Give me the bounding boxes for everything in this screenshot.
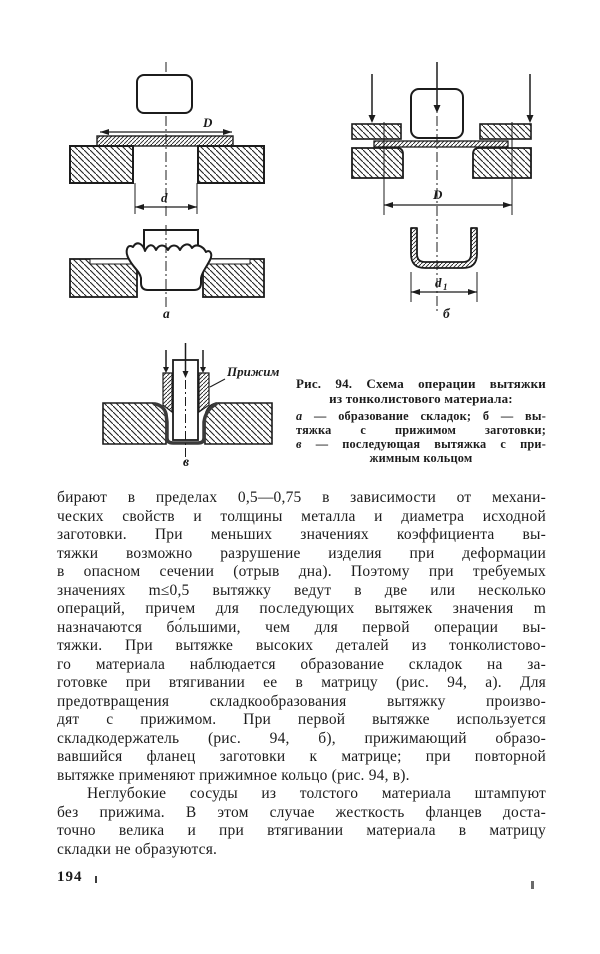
die-block bbox=[202, 258, 265, 298]
dim-label-d1: d bbox=[435, 275, 442, 290]
blank-holder bbox=[351, 123, 402, 140]
text-line: дят с прижимом. При первой вытяжке испол… bbox=[57, 711, 546, 728]
text-line: бирают в пределах 0,5—0,75 в зависимости… bbox=[57, 489, 546, 506]
text-line: ческих свойств и толщины металла и диаме… bbox=[57, 507, 546, 525]
arrowhead-icon bbox=[503, 202, 512, 208]
figure-94-diagram-b: D d 1 б bbox=[351, 62, 534, 321]
text-line: операций, причем для последующих вытяжек… bbox=[57, 600, 546, 617]
body-text: бирают в пределах 0,5—0,75 в зависимости… bbox=[57, 489, 546, 859]
leader-line bbox=[209, 378, 226, 388]
text-line: го материала наблюдается образование скл… bbox=[57, 655, 546, 673]
arrowhead-icon bbox=[100, 129, 109, 135]
text-line: складки не образуются. bbox=[57, 840, 218, 858]
text-line: без прижима. В этом случае жесткость фла… bbox=[57, 803, 546, 821]
die-block bbox=[197, 145, 265, 184]
text-line: значениях m≤0,5 вытяжку ведут в две или … bbox=[57, 581, 546, 599]
punch-shape bbox=[136, 74, 193, 114]
text-line: назначаются бо́льшими, чем для первой оп… bbox=[57, 618, 546, 636]
sub-label-b: б bbox=[443, 306, 451, 321]
text-line: Неглубокие сосуды из толстого материала … bbox=[87, 785, 546, 802]
dim-label-D: D bbox=[432, 187, 443, 202]
die-block bbox=[69, 258, 138, 298]
drawn-cup bbox=[410, 227, 478, 269]
arrowhead-icon bbox=[433, 105, 441, 113]
arrowhead-icon bbox=[163, 367, 169, 373]
arrowhead-icon bbox=[182, 371, 189, 378]
caption-line: в — последующая вытяжка с при- bbox=[296, 437, 546, 451]
dim-label-D: D bbox=[202, 115, 213, 130]
arrowhead-icon bbox=[526, 115, 534, 123]
arrowhead-icon bbox=[200, 367, 206, 373]
text-line: складкодержатель (рис. 94, б), прижимающ… bbox=[57, 729, 546, 747]
text-line: предотвращения складкообразования вытяжк… bbox=[57, 692, 546, 710]
page-number: 194 bbox=[57, 869, 83, 885]
arrowhead-icon bbox=[188, 204, 197, 210]
dim-label-d: d bbox=[161, 190, 168, 205]
paragraph: бирают в пределах 0,5—0,75 в зависимости… bbox=[57, 489, 546, 785]
text-line: вытяжке применяют прижимное кольцо (рис.… bbox=[57, 766, 410, 784]
wrinkled-cup bbox=[125, 242, 213, 291]
arrowhead-icon bbox=[368, 115, 376, 123]
die-block bbox=[204, 402, 273, 445]
text-line: тяжки. При вытяжке высоких деталей из то… bbox=[57, 637, 546, 654]
arrowhead-icon bbox=[468, 289, 477, 295]
caption-line: из тонколистового материала: bbox=[329, 390, 513, 406]
holder-label: Прижим bbox=[226, 364, 279, 379]
arrowhead-icon bbox=[384, 202, 393, 208]
blank-holder bbox=[479, 123, 532, 140]
paragraph: Неглубокие сосуды из толстого материала … bbox=[57, 785, 546, 859]
text-line: в опасном сечении (отрыв дна). Поэтому п… bbox=[57, 563, 546, 580]
arrowhead-icon bbox=[411, 289, 420, 295]
die-block bbox=[472, 147, 532, 179]
text-line: заготовки. При меньших значениях коэффиц… bbox=[57, 526, 546, 543]
arrowhead-icon bbox=[223, 129, 232, 135]
sub-label-v: в bbox=[183, 454, 189, 469]
scan-speckle bbox=[95, 876, 97, 883]
text-line: готовке при втягивании ее в матрицу (рис… bbox=[57, 674, 546, 691]
caption-line: жимным кольцом bbox=[369, 451, 473, 465]
die-block bbox=[102, 402, 167, 445]
sub-label-a: а bbox=[163, 306, 170, 321]
caption-sub: а — образование складок; б — вы-тяжка с … bbox=[296, 409, 546, 465]
caption-line: а — образование складок; б — вы- bbox=[296, 409, 546, 423]
caption-line: тяжка с прижимом заготовки; bbox=[296, 423, 546, 437]
text-line: точно велика и при втягивании материала … bbox=[57, 822, 546, 839]
arrowhead-icon bbox=[135, 204, 144, 210]
drawn-cup bbox=[153, 402, 218, 445]
scan-speckle bbox=[531, 881, 534, 889]
pressure-ring bbox=[162, 372, 173, 414]
dim-label-d1-sub: 1 bbox=[443, 282, 448, 292]
blank-sheet bbox=[96, 135, 234, 147]
text-line: вавшийся фланец заготовки к матрице; при… bbox=[57, 748, 546, 765]
text-line: тяжки возможно разрушение изделия при де… bbox=[57, 544, 546, 562]
die-block bbox=[69, 145, 134, 184]
figure-94-diagram-v: Прижим в bbox=[102, 343, 279, 469]
pressure-ring bbox=[198, 372, 210, 414]
figure-94-diagram-a: D d а bbox=[69, 62, 265, 321]
die-block bbox=[351, 147, 404, 179]
blank-sheet bbox=[373, 140, 509, 148]
caption-line: Рис. 94. Схема операции вытяжки bbox=[296, 376, 546, 391]
